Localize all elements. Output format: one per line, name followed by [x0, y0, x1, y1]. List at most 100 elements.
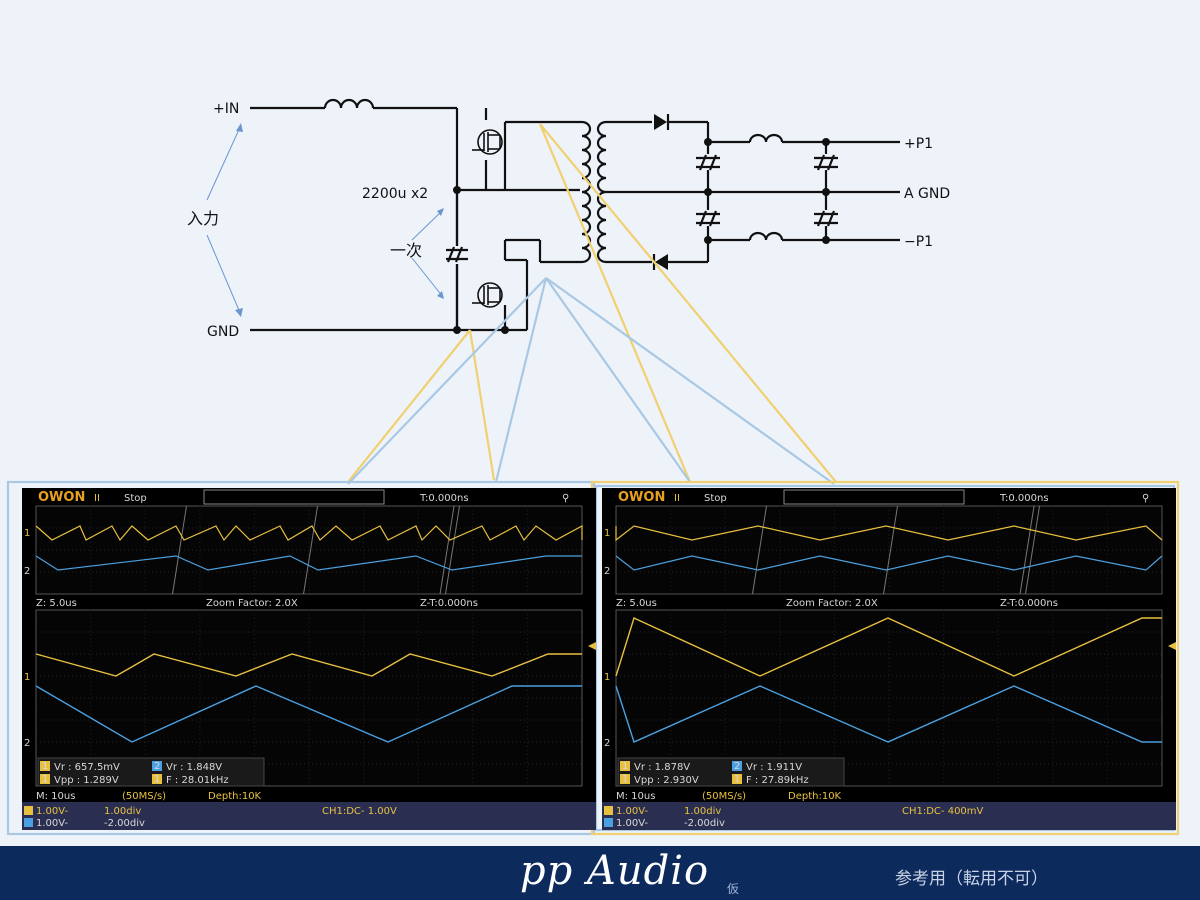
measurement-channel: 2 — [154, 761, 160, 772]
measurement-channel: 1 — [42, 774, 48, 785]
output-inductor-plus — [748, 133, 784, 143]
scope-brand-logo: OWON — [38, 490, 85, 505]
ch2-marker-lower: 2 — [604, 738, 610, 749]
footer-note: 参考用（転用不可） — [895, 869, 1048, 889]
trigger-time: T:0.000ns — [419, 493, 469, 504]
zoom-timebase: Z: 5.0us — [36, 598, 77, 609]
ch2-marker-upper: 2 — [604, 566, 610, 577]
measurement-channel: 1 — [42, 761, 48, 772]
measurement-value: F : 28.01kHz — [166, 775, 229, 786]
zoom-factor: Zoom Factor: 2.0X — [786, 598, 878, 609]
ch2-position: -2.00div — [104, 818, 145, 829]
main-timebase: M: 10us — [36, 791, 75, 802]
memory-depth: Depth:10K — [788, 791, 842, 802]
mosfet-top — [472, 129, 503, 155]
channel-status-bar — [602, 802, 1176, 830]
main-timebase: M: 10us — [616, 791, 655, 802]
footer-brand: pp Audio — [520, 848, 710, 894]
scope-screen-right: OWON II Stop T:0.000ns ⚲ 1 2 Z: 5.0us Zoom Facto… — [602, 488, 1176, 830]
sample-rate: (50MS/s) — [122, 791, 166, 802]
label-primary: 一次 — [390, 241, 422, 260]
footer-small-mark: 仮 — [727, 882, 740, 896]
measurement-value: Vr : 1.848V — [166, 762, 222, 773]
ch1-scale: 1.00V- — [36, 806, 69, 817]
callout-yellow-lines — [347, 123, 837, 483]
label-out-gnd: A GND — [904, 186, 950, 202]
run-indicator-icon: II — [674, 493, 680, 504]
ch1-marker-upper: 1 — [24, 528, 30, 539]
ch1-marker-lower: 1 — [24, 672, 30, 683]
mosfet-bottom — [472, 282, 503, 308]
memory-bar — [783, 489, 965, 505]
ch1-marker-lower: 1 — [604, 672, 610, 683]
measurement-value: Vr : 657.5mV — [54, 762, 120, 773]
measurement-channel: 1 — [622, 761, 628, 772]
measurement-value: Vr : 1.878V — [634, 762, 690, 773]
transformer-secondary — [596, 120, 607, 264]
label-input: 入力 — [187, 209, 219, 228]
ch2-scale: 1.00V- — [36, 818, 69, 829]
zoom-timebase: Z: 5.0us — [616, 598, 657, 609]
ch2-position: -2.00div — [684, 818, 725, 829]
zoom-factor: Zoom Factor: 2.0X — [206, 598, 298, 609]
sample-rate: (50MS/s) — [702, 791, 746, 802]
primary-capacitor — [446, 246, 468, 264]
run-indicator-icon: II — [94, 493, 100, 504]
zoom-trigger-time: Z-T:0.000ns — [1000, 598, 1058, 609]
diode-bottom — [655, 254, 668, 270]
label-arrows — [206, 124, 444, 316]
input-inductor — [323, 98, 375, 109]
measurement-panel — [37, 757, 265, 787]
ch1-marker-upper: 1 — [604, 528, 610, 539]
ch2-marker-upper: 2 — [24, 566, 30, 577]
junction-dots — [453, 138, 830, 334]
measurement-channel: 1 — [622, 774, 628, 785]
callout-blue-lines — [347, 277, 835, 485]
measurement-value: Vpp : 2.930V — [634, 775, 699, 786]
capacitor-symbols — [446, 154, 838, 264]
footer-bar: pp Audio 仮 参考用（転用不可） — [0, 846, 1200, 900]
usb-icon: ⚲ — [1142, 493, 1149, 504]
label-out-plus: +P1 — [904, 136, 933, 152]
memory-depth: Depth:10K — [208, 791, 262, 802]
scope-brand-logo: OWON — [618, 490, 665, 505]
trigger-time: T:0.000ns — [999, 493, 1049, 504]
ch1-position: 1.00div — [104, 806, 141, 817]
run-state: Stop — [124, 493, 147, 504]
measurement-channel: 1 — [734, 774, 740, 785]
measurement-value: Vr : 1.911V — [746, 762, 802, 773]
zoom-ch2-trace — [35, 685, 582, 743]
measurement-panel — [617, 757, 845, 787]
zoom-ch1-trace — [35, 653, 582, 677]
measurement-channel: 1 — [154, 774, 160, 785]
ch1-position: 1.00div — [684, 806, 721, 817]
ch2-marker-lower: 2 — [24, 738, 30, 749]
measurement-value: Vpp : 1.289V — [54, 775, 119, 786]
zoom-ch1-trace — [615, 617, 1162, 677]
run-state: Stop — [704, 493, 727, 504]
diode-top — [654, 114, 667, 130]
measurement-value: F : 27.89kHz — [746, 775, 809, 786]
channel-status-bar — [22, 802, 596, 830]
overview-ch2-trace — [615, 555, 1163, 571]
overview-ch2-trace — [35, 555, 582, 571]
output-inductor-minus — [748, 231, 784, 241]
zoom-trigger-time: Z-T:0.000ns — [420, 598, 478, 609]
ch1-scale: 1.00V- — [616, 806, 649, 817]
scope-screen-left: OWON II Stop T:0.000ns ⚲ 1 2 Z: 5.0us Zoom Facto… — [22, 488, 596, 830]
trigger-setting: CH1:DC- 400mV — [902, 806, 984, 817]
label-out-minus: −P1 — [904, 234, 933, 250]
trigger-level-marker — [588, 642, 596, 650]
measurement-channel: 2 — [734, 761, 740, 772]
zoom-ch2-trace — [615, 685, 1162, 743]
label-in-plus: +IN — [213, 101, 239, 117]
overview-ch1-trace — [35, 524, 583, 542]
usb-icon: ⚲ — [562, 493, 569, 504]
trigger-setting: CH1:DC- 1.00V — [322, 806, 397, 817]
trigger-level-marker — [1168, 642, 1176, 650]
ch2-scale: 1.00V- — [616, 818, 649, 829]
memory-bar — [203, 489, 385, 505]
overview-ch1-trace — [615, 525, 1163, 542]
label-capacitor: 2200u x2 — [362, 186, 428, 202]
